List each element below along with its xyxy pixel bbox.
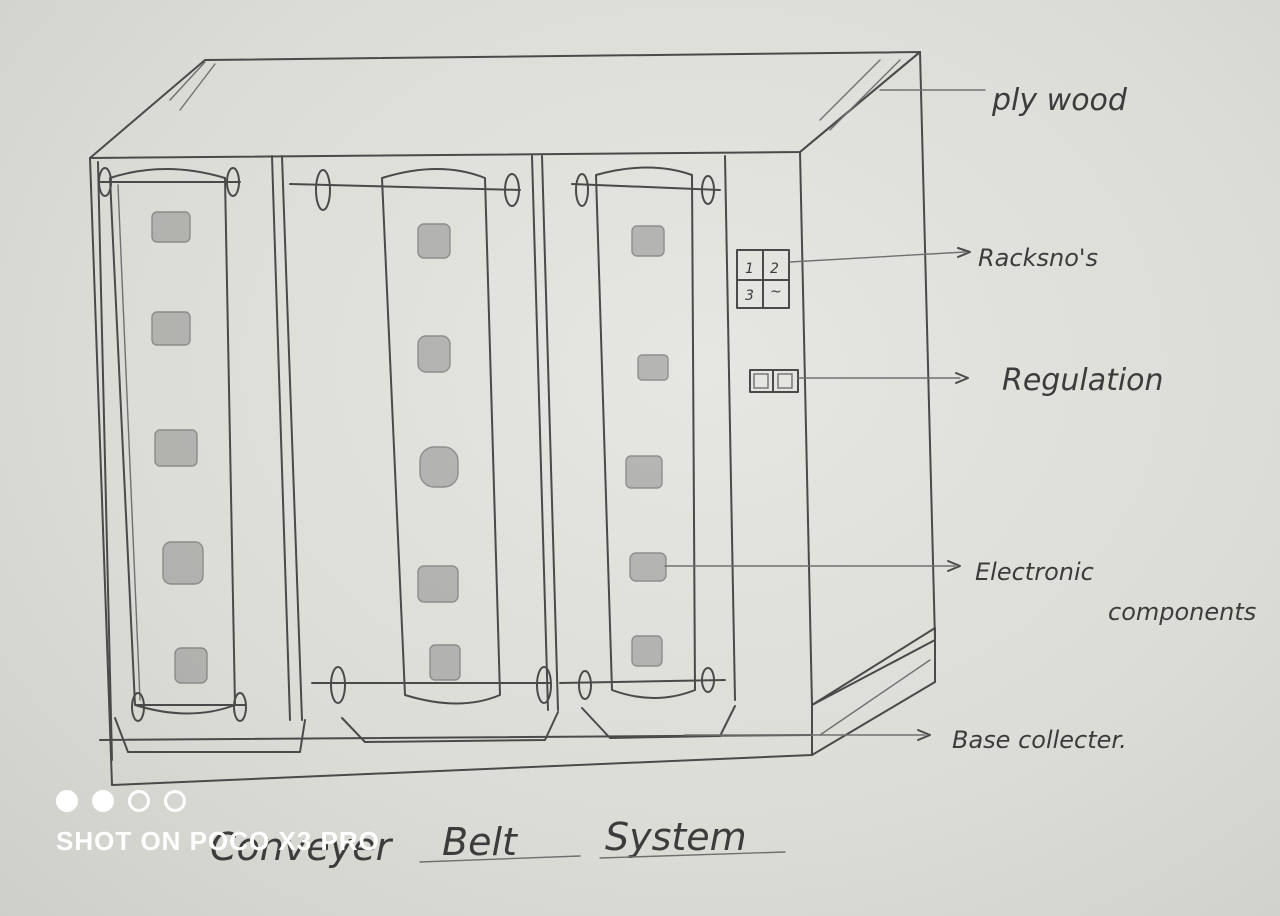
label-plywood: ply wood (991, 83, 1128, 118)
collector-tray-2 (341, 711, 559, 743)
rack-number-grid: 1 2 3 ~ (736, 249, 790, 309)
rack-number: 2 (770, 261, 779, 277)
watermark-dots (56, 790, 380, 812)
leader-lines (664, 89, 986, 741)
cabinet-top (89, 51, 921, 159)
collector-tray-1 (114, 717, 306, 753)
watermark-text: SHOT ON POCO X3 PRO (56, 826, 380, 856)
label-electronic: Electronic (975, 558, 1094, 586)
watermark-dot (92, 790, 114, 812)
rack-number: 3 (745, 288, 754, 304)
component-chip (637, 354, 669, 381)
component-chip (419, 446, 459, 488)
cabinet-side (799, 51, 936, 706)
collector-tray-3 (581, 705, 736, 739)
label-base-collector: Base collecter. (952, 726, 1127, 754)
divider-1 (271, 155, 291, 721)
component-chip (631, 635, 663, 667)
component-chip (417, 565, 459, 603)
regulation-switches (749, 369, 799, 393)
component-chip (162, 541, 204, 585)
watermark-dot (56, 790, 78, 812)
cabinet-front-right (799, 151, 813, 706)
conveyor-belt-1 (98, 167, 306, 753)
watermark-dot (128, 790, 150, 812)
conveyor-belt-3 (559, 166, 736, 739)
title-belt: Belt (442, 820, 519, 864)
component-chip (154, 429, 198, 467)
rack-number: 1 (745, 261, 754, 277)
base-side (811, 627, 936, 756)
base-strip (111, 704, 813, 786)
component-chip (429, 644, 461, 681)
component-chip (631, 225, 665, 257)
camera-watermark: SHOT ON POCO X3 PRO (56, 790, 380, 857)
label-regulation: Regulation (1002, 363, 1164, 398)
component-chip (417, 223, 451, 259)
label-rack-numbers: Racksno's (978, 244, 1098, 272)
label-components: components (1108, 598, 1256, 626)
sketch-title: Conveyer Belt System (210, 815, 786, 869)
component-chip (151, 311, 191, 346)
divider-2 (531, 155, 549, 711)
component-chip (417, 335, 451, 373)
title-conveyer: Conveyer (210, 825, 394, 869)
component-chip (151, 211, 191, 243)
watermark-dot (164, 790, 186, 812)
roller-top-2 (289, 183, 521, 191)
component-chip (629, 552, 667, 582)
component-chip (625, 455, 663, 489)
component-chip (174, 647, 208, 684)
roller-bottom-3 (559, 679, 726, 684)
cabinet-front-left (89, 157, 113, 786)
cabinet (89, 51, 936, 786)
rack-number: ~ (770, 284, 782, 300)
divider-3 (724, 155, 736, 701)
conveyor-belt-2 (289, 168, 559, 743)
title-system: System (605, 815, 747, 859)
roller-top-3 (571, 183, 721, 191)
